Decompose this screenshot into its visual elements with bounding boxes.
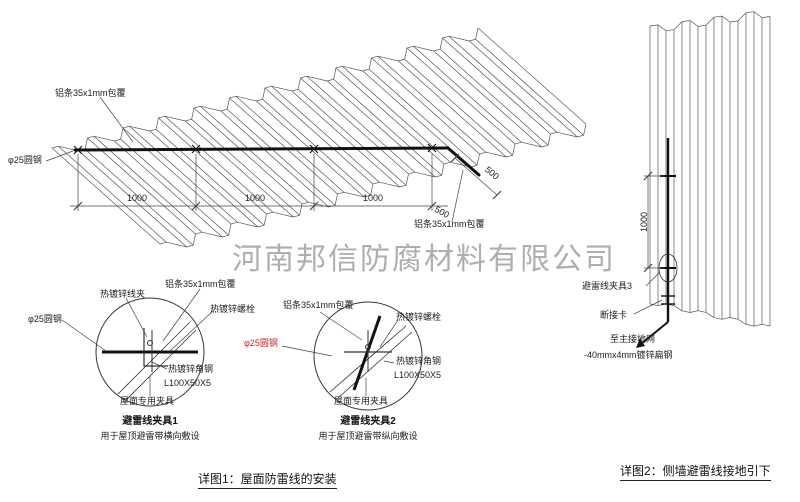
d2-label-bolt: 热镀锌螺栓 bbox=[396, 312, 442, 322]
d1-label-round-steel: φ25圆钢 bbox=[28, 314, 62, 324]
d2-title: 避雷线夹具2 bbox=[340, 416, 396, 427]
caption-detail2: 详图2：侧墙避雷线接地引下 bbox=[620, 462, 771, 481]
wall-leader-lines bbox=[633, 271, 663, 315]
d2-subtitle: 用于屋顶避雷带纵向敷设 bbox=[318, 431, 418, 441]
d1-label-alu-strip: 铝条35x1mm包覆 bbox=[165, 279, 236, 289]
wall-dim-1000: 1000 bbox=[639, 211, 649, 233]
wall-dimension bbox=[643, 171, 664, 273]
wall-label-to-ground: 至主接地网 bbox=[610, 334, 656, 344]
dim-1000-2: 1000 bbox=[244, 193, 266, 203]
d2-label-alu-strip: 铝条35x1mm包覆 bbox=[283, 300, 354, 310]
ground-arrowhead bbox=[636, 338, 645, 348]
wall-corrugation bbox=[649, 11, 771, 327]
d2-label-roof-clamp: 屋面专用夹具 bbox=[334, 396, 389, 406]
flat-steel-exit bbox=[640, 321, 669, 345]
roof-corrugation bbox=[51, 27, 587, 248]
detail1-angle-steel bbox=[143, 328, 168, 367]
d1-title: 避雷线夹具1 bbox=[122, 416, 178, 427]
d2-label-angle-spec: L100X50X5 bbox=[394, 370, 442, 380]
wall-label-flat-steel: -40mmx4mm镀锌扁钢 bbox=[584, 350, 673, 360]
watermark-text: 河南邦信防腐材料有限公司 bbox=[232, 243, 616, 276]
detail2-leaders bbox=[281, 311, 399, 396]
d1-label-angle-steel: 热镀锌角钢 bbox=[168, 364, 214, 374]
roof-leader-lines bbox=[45, 96, 464, 223]
d2-label-round-steel: φ25圆钢 bbox=[244, 338, 278, 348]
caption-detail1: 详图1：屋面防雷线的安装 bbox=[198, 470, 337, 489]
d2-label-angle-steel: 热镀锌角钢 bbox=[396, 356, 442, 366]
roof-wire-clamps bbox=[73, 143, 437, 155]
detail1-leaders bbox=[61, 288, 215, 396]
wall-label-disconnect: 断接卡 bbox=[600, 310, 628, 320]
roof-dimension-lines bbox=[70, 153, 502, 211]
detail-circle-1 bbox=[61, 288, 215, 407]
label-alu-strip-top: 铝条35x1mm包覆 bbox=[55, 88, 126, 98]
detail-circle-2 bbox=[281, 301, 423, 411]
d1-label-roof-clamp: 屋面专用夹具 bbox=[120, 396, 175, 406]
dim-1000-3: 1000 bbox=[362, 193, 384, 203]
roof-lightning-wire bbox=[73, 146, 481, 177]
label-alu-strip-right: 铝条35x1mm包覆 bbox=[414, 219, 485, 229]
detail1-roof-sheet bbox=[117, 321, 197, 401]
wall-conductor-group bbox=[636, 138, 678, 348]
d1-label-angle-spec: L100X50X5 bbox=[164, 378, 212, 388]
wall-label-clamp3: 避雷线夹具3 bbox=[582, 281, 633, 291]
detail2-wire bbox=[352, 315, 382, 391]
dim-1000-1: 1000 bbox=[126, 193, 148, 203]
label-round-steel: φ25圆钢 bbox=[8, 155, 42, 165]
d1-subtitle: 用于屋顶避雷带横向敷设 bbox=[100, 431, 200, 441]
d1-label-wire-clip: 热镀锌线夹 bbox=[100, 289, 146, 299]
d1-label-bolt: 热镀锌螺栓 bbox=[210, 304, 256, 314]
